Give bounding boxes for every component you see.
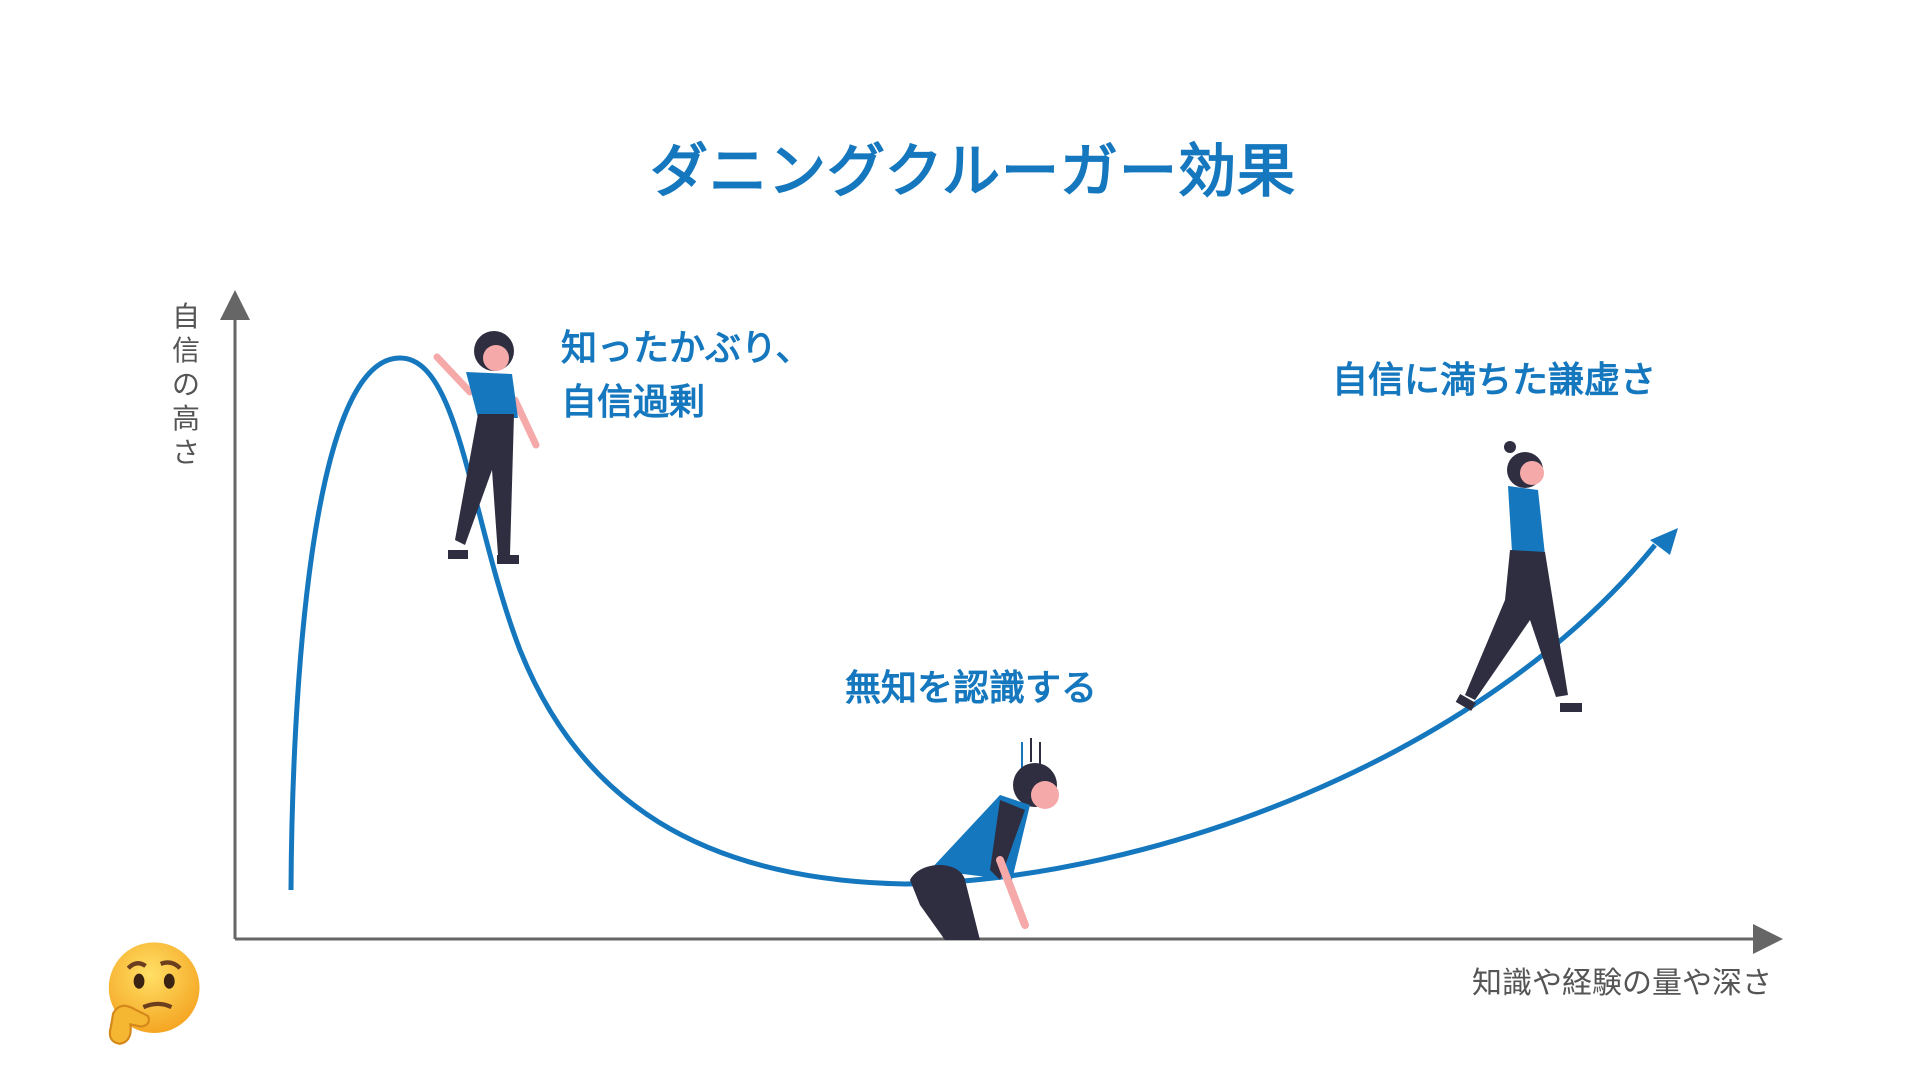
stage-humility-label: 自信に満ちた謙虚さ [1332, 360, 1657, 401]
stage-overconfidence-line1: 知ったかぶり、 [561, 328, 812, 369]
x-axis-label: 知識や経験の量や深さ [1472, 966, 1772, 1001]
stage-overconfidence-label: 知ったかぶり、 自信過剰 [561, 322, 812, 430]
curve-arrowhead [1650, 528, 1678, 555]
thinking-face-icon [108, 942, 200, 1045]
stage-overconfidence-line2: 自信過剰 [561, 382, 706, 423]
person-confident-humble-figure [1455, 441, 1582, 712]
confidence-curve [288, 355, 1657, 891]
stage-awareness-label: 無知を認識する [845, 668, 1098, 709]
y-axis-label: 自信の高さ [171, 300, 200, 469]
person-realizing-figure [910, 738, 1059, 940]
person-overconfident-figure [433, 331, 540, 564]
page-title: ダニングクルーガー効果 [649, 137, 1297, 205]
